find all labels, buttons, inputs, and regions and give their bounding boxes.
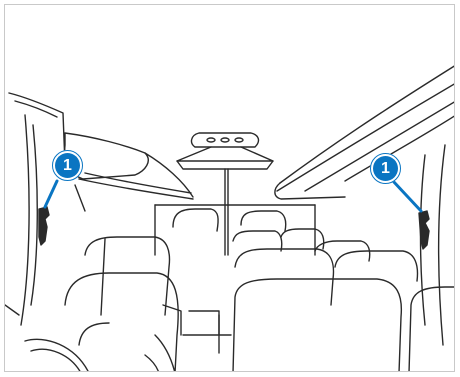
- illustration-frame: 1 1: [4, 4, 455, 372]
- callout-badge-left: 1: [52, 150, 83, 181]
- left-holder-icon: [39, 207, 49, 245]
- callout-leaders: [45, 181, 421, 211]
- callout-number: 1: [55, 153, 80, 178]
- left-wall: [5, 93, 65, 325]
- left-luggage-rack: [65, 133, 193, 211]
- rear-seats: [173, 209, 370, 261]
- callout-badge-right: 1: [370, 153, 401, 184]
- callout-number: 1: [373, 156, 398, 181]
- right-seats: [219, 249, 455, 372]
- right-luggage-rack: [275, 65, 455, 199]
- bus-interior-illustration: [5, 5, 455, 372]
- left-seats: [25, 237, 219, 372]
